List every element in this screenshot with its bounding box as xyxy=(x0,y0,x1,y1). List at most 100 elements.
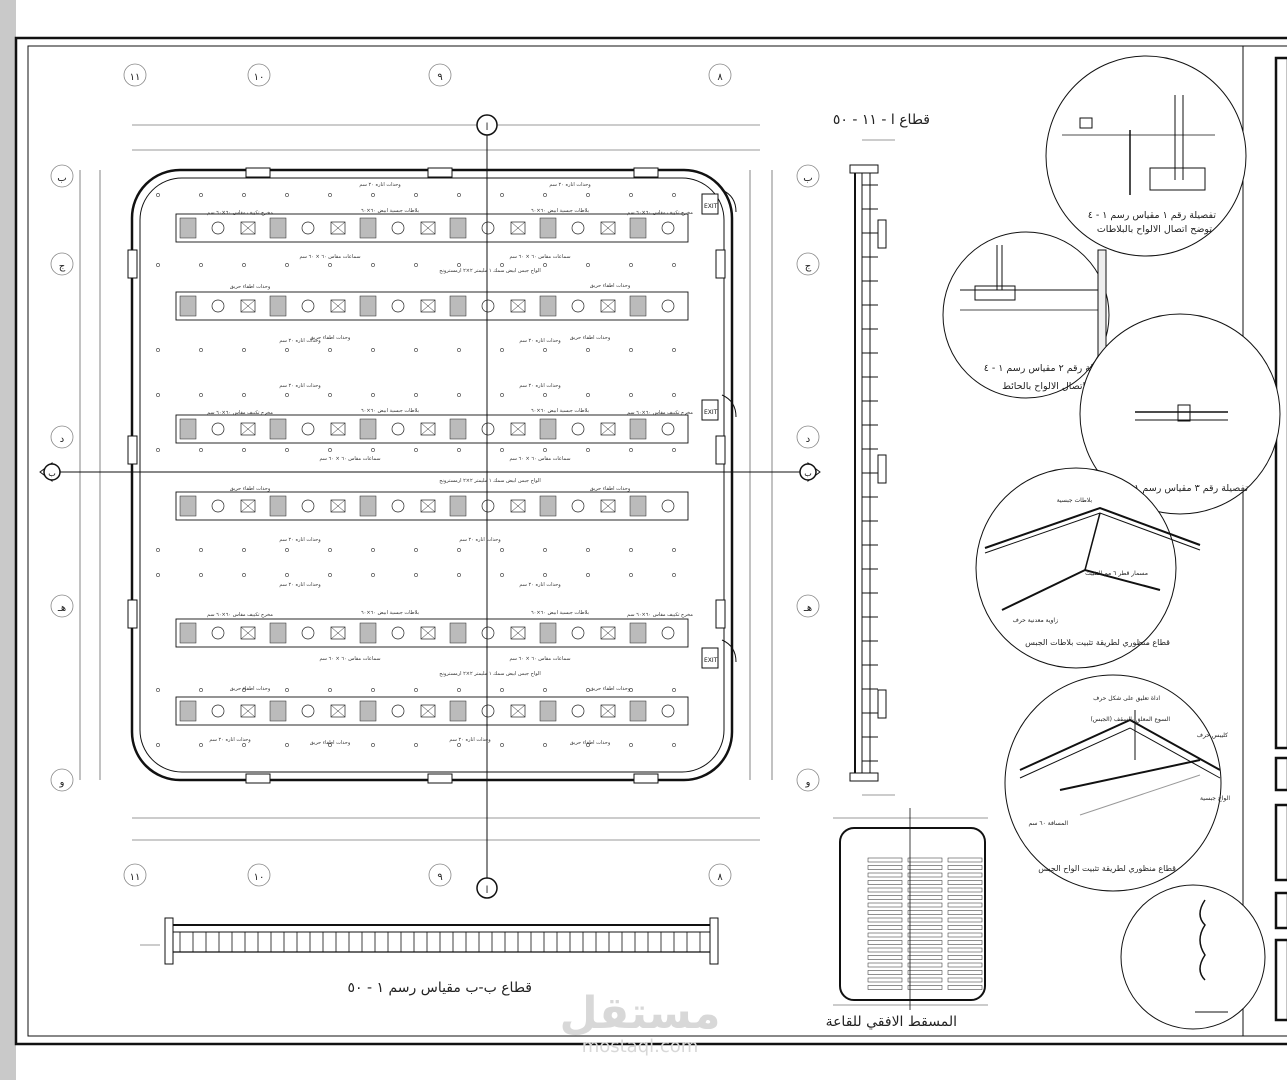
detail-1-title: تفصيلة رقم ١ مقياس رسم ١ - ٤ xyxy=(1088,210,1217,221)
seat-row xyxy=(907,955,943,960)
grid-bubbles-left: ب ج د هـ و xyxy=(50,164,74,792)
plan-annotation: وحدات اناره ٢٠ سم xyxy=(279,537,321,543)
light-dot xyxy=(199,688,203,692)
light-dot xyxy=(242,573,246,577)
seat-row xyxy=(947,985,983,990)
light-dot xyxy=(242,193,246,197)
plan-annotation: بلاطات جبسية ابيض ٦٠×٦٠ xyxy=(531,208,589,214)
seat-row xyxy=(867,940,903,945)
svg-text:ج: ج xyxy=(805,261,812,272)
seat-row xyxy=(947,955,983,960)
light-dot xyxy=(285,688,289,692)
seat-row xyxy=(947,925,983,930)
light-dot xyxy=(414,548,418,552)
seat-row xyxy=(947,932,983,938)
svg-text:المسافة ٦٠ سم: المسافة ٦٠ سم xyxy=(1028,820,1068,827)
svg-text:هـ: هـ xyxy=(57,603,66,614)
plan-annotation: سماعات مقاس ٦٠ × ٦٠ سم xyxy=(299,254,360,260)
seat-row xyxy=(867,955,903,960)
light-dot xyxy=(371,393,375,397)
svg-text:١٠: ١٠ xyxy=(254,872,265,883)
seat-row xyxy=(947,902,983,908)
light-dot xyxy=(242,393,246,397)
light-dot xyxy=(371,448,375,452)
plan-annotation: وحدات اناره ٢٠ سم xyxy=(359,182,401,188)
light-dot xyxy=(586,548,590,552)
light-dot xyxy=(414,348,418,352)
light-dot xyxy=(199,448,203,452)
light-dot xyxy=(414,743,418,747)
exit-sign-2: EXIT xyxy=(701,399,719,421)
light-dot xyxy=(500,348,504,352)
seat-row xyxy=(867,872,903,878)
svg-text:ج: ج xyxy=(59,261,66,272)
seat-row xyxy=(867,970,903,975)
detail-1-subtitle: توضح اتصال الالواح بالبلاطات xyxy=(1097,224,1212,235)
svg-text:ب: ب xyxy=(48,469,56,478)
light-dot xyxy=(543,573,547,577)
light-dot xyxy=(672,263,676,267)
plan-annotation: بلاطات جبسية ابيض ٦٠×٦٠ xyxy=(531,408,589,414)
seat-row xyxy=(907,985,943,990)
light-dot xyxy=(199,393,203,397)
detail-5-title: قطاع منظوري لطريقة تثبيت الواح الجبس xyxy=(1038,864,1176,873)
plan-annotation: مخرج تكييف مقاس ٦٠×٦٠ سم xyxy=(627,612,693,618)
svg-text:١١: ١١ xyxy=(130,872,141,883)
light-dot xyxy=(371,548,375,552)
light-dot xyxy=(156,688,160,692)
seat-row xyxy=(867,865,903,870)
seat-row xyxy=(947,910,983,915)
svg-text:كليبس حرف: كليبس حرف xyxy=(1197,732,1228,739)
section-b-horizontal: قطاع ب-ب مقياس رسم ١ - ٥٠ xyxy=(140,917,719,996)
section-a-vertical: قطاع ا - ١١ - ٥٠ xyxy=(833,112,930,796)
plan-annotation: وحدات اطفاء حريق xyxy=(230,686,271,692)
plan-annotation: وحدات اطفاء حريق xyxy=(590,486,631,492)
light-dot xyxy=(414,263,418,267)
light-dot xyxy=(414,393,418,397)
plan-annotation: الواح جبس ابيض سمك ١ مليمتر ٢×٢ ارمسترون… xyxy=(439,268,540,274)
plan-annotation: وحدات اطفاء حريق xyxy=(230,486,271,492)
light-dot xyxy=(457,573,461,577)
seat-row xyxy=(867,902,903,908)
light-dot xyxy=(156,193,160,197)
svg-text:٩: ٩ xyxy=(437,872,442,883)
light-dot xyxy=(371,688,375,692)
light-dot xyxy=(414,688,418,692)
plan-annotation: وحدات اطفاء حريق xyxy=(570,740,611,746)
plan-annotation: وحدات اطفاء حريق xyxy=(310,335,351,341)
section-marker-b-right: ب xyxy=(799,462,821,482)
svg-text:هـ: هـ xyxy=(803,603,812,614)
light-dot xyxy=(199,573,203,577)
hall-floor-plan: المسقط الافقي للقاعة xyxy=(826,808,988,1030)
svg-text:١١: ١١ xyxy=(130,72,141,83)
seat-row xyxy=(907,970,943,975)
seat-row xyxy=(867,932,903,938)
light-dot xyxy=(199,548,203,552)
light-dot xyxy=(586,263,590,267)
seat-row xyxy=(947,872,983,878)
light-dot xyxy=(586,448,590,452)
detail-2-title: تفصيلة رقم ٢ مقياس رسم ١ - ٤ xyxy=(984,363,1113,374)
seat-row xyxy=(907,895,943,900)
light-dot xyxy=(457,448,461,452)
seat-row xyxy=(867,925,903,930)
light-dot xyxy=(328,688,332,692)
svg-text:مستقل: مستقل xyxy=(560,988,721,1039)
light-dot xyxy=(414,193,418,197)
light-dot xyxy=(543,448,547,452)
light-dot xyxy=(156,548,160,552)
seat-row xyxy=(907,872,943,878)
svg-text:بلاطات جبسية: بلاطات جبسية xyxy=(1057,497,1093,504)
light-dot xyxy=(672,193,676,197)
plan-annotation: الواح جبس ابيض سمك ١ مليمتر ٢×٢ ارمسترون… xyxy=(439,671,540,677)
light-dot xyxy=(629,688,633,692)
seat-row xyxy=(867,985,903,990)
svg-text:ب: ب xyxy=(803,173,812,184)
grid-bubbles-top: ١١ ١٠ ٩ ٨ xyxy=(123,63,732,87)
plan-annotation: وحدات اناره ٢٠ سم xyxy=(549,182,591,188)
seat-row xyxy=(947,880,983,885)
light-dot xyxy=(500,743,504,747)
section-b-title: قطاع ب-ب مقياس رسم ١ - ٥٠ xyxy=(347,980,532,996)
light-dot xyxy=(328,573,332,577)
svg-text:٩: ٩ xyxy=(437,72,442,83)
